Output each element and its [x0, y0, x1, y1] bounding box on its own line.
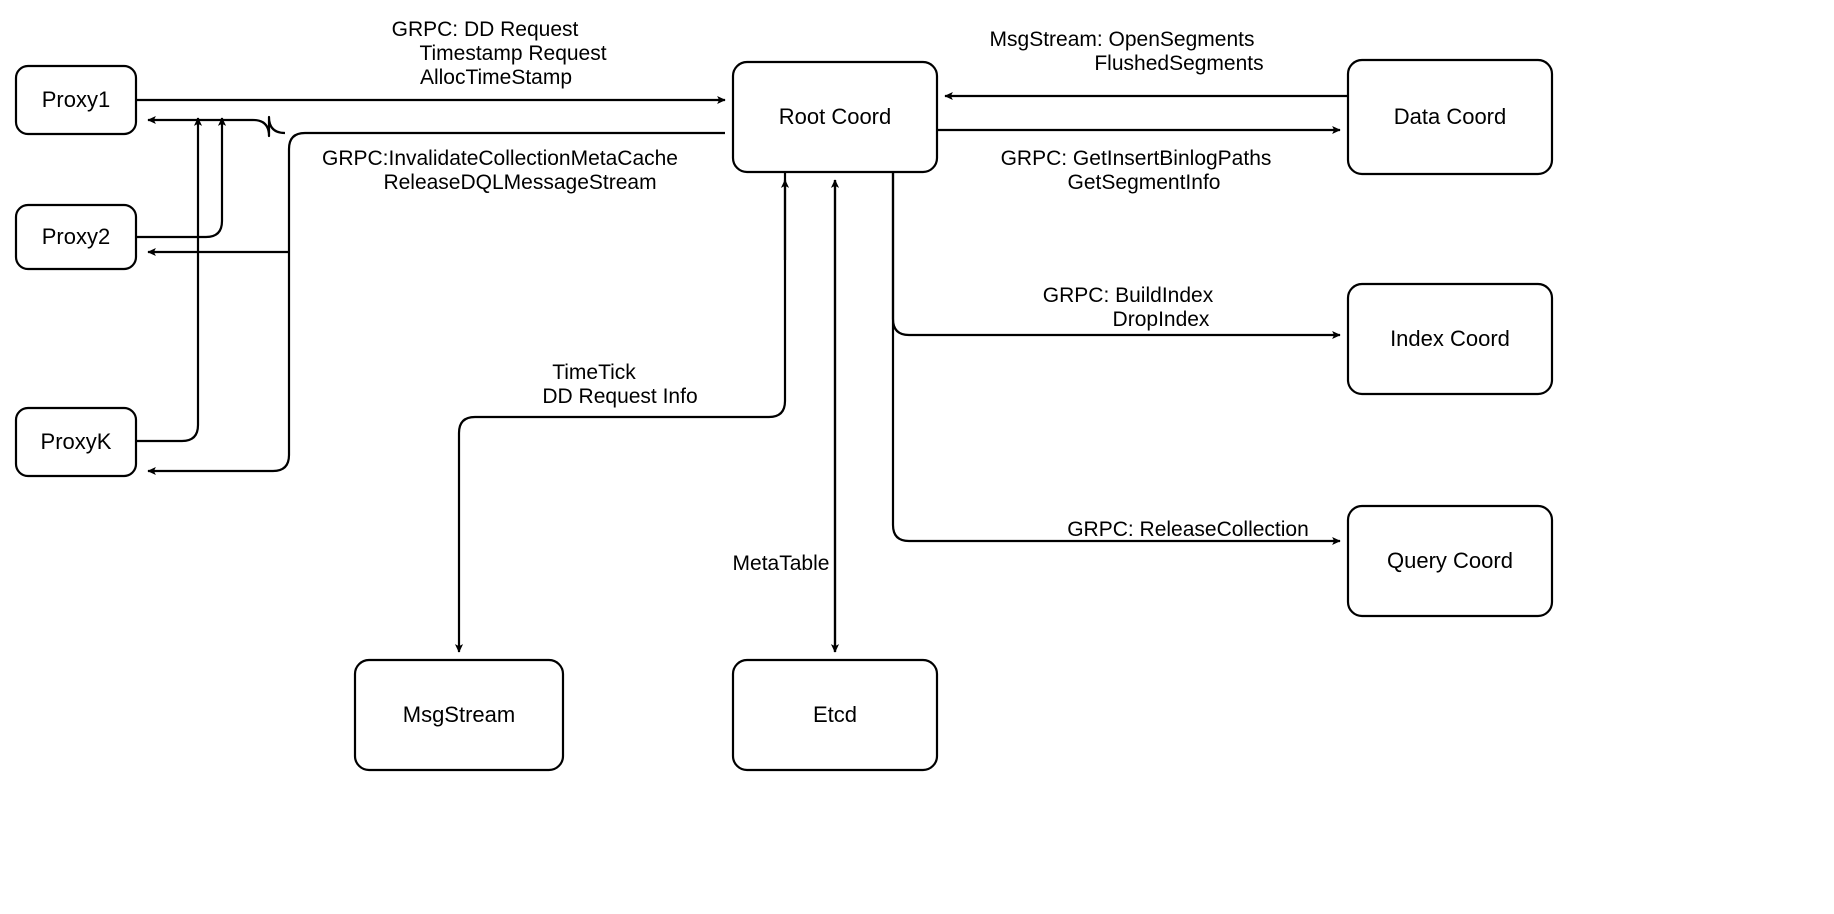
edges-layer [136, 91, 1348, 653]
label-rootcoord-to-indexcoord: GRPC: BuildIndex DropIndex [1043, 284, 1214, 331]
node-proxy1[interactable]: Proxy1 [14, 64, 138, 136]
edge-proxy2-to-bus-line [136, 117, 227, 239]
node-etcd[interactable]: Etcd [731, 658, 939, 772]
label-proxy-to-rootcoord-line1: GRPC: DD Request [392, 18, 579, 41]
edge-labels-layer: GRPC: DD Request Timestamp Request Alloc… [322, 18, 1309, 575]
edge-rootcoord-to-querycoord-line [891, 172, 1341, 546]
label-rootcoord-to-datacoord: GRPC: GetInsertBinlogPaths GetSegmentInf… [1001, 147, 1272, 194]
label-rootcoord-to-datacoord-line1: GRPC: GetInsertBinlogPaths [1001, 147, 1272, 170]
edge-proxyk-to-bus-line [136, 117, 203, 443]
edge-rootcoord-to-proxies [147, 115, 725, 476]
label-proxy-to-rootcoord-line2: Timestamp Request [419, 42, 606, 65]
node-indexcoord-label: Index Coord [1390, 326, 1510, 351]
edge-rootcoord-to-proxyk-line [147, 131, 725, 476]
label-rootcoord-to-msgstream-line2: DD Request Info [542, 385, 697, 408]
node-indexcoord[interactable]: Index Coord [1346, 282, 1554, 396]
edge-proxy-to-rootcoord [136, 95, 726, 443]
node-proxy1-rect[interactable] [14, 64, 138, 136]
label-rootcoord-to-querycoord: GRPC: ReleaseCollection [1067, 518, 1309, 541]
edge-rootcoord-to-msgstream-line [454, 172, 787, 653]
node-rootcoord-rect[interactable] [731, 60, 939, 174]
node-etcd-rect[interactable] [731, 658, 939, 772]
node-proxy2[interactable]: Proxy2 [14, 203, 138, 271]
label-rootcoord-to-indexcoord-line1: GRPC: BuildIndex [1043, 284, 1214, 307]
node-msgstream[interactable]: MsgStream [353, 658, 565, 772]
node-datacoord-label: Data Coord [1394, 104, 1507, 129]
node-proxy2-rect[interactable] [14, 203, 138, 271]
nodes-layer: Proxy1 Proxy2 ProxyK Root Coord Data Coo… [14, 58, 1554, 772]
node-proxy1-label: Proxy1 [42, 87, 110, 112]
node-indexcoord-rect[interactable] [1346, 282, 1554, 396]
node-proxyk[interactable]: ProxyK [14, 406, 138, 478]
label-datacoord-to-rootcoord-line1: MsgStream: OpenSegments [990, 28, 1255, 51]
node-proxyk-label: ProxyK [41, 429, 112, 454]
node-msgstream-rect[interactable] [353, 658, 565, 772]
node-msgstream-label: MsgStream [403, 702, 515, 727]
label-datacoord-to-rootcoord: MsgStream: OpenSegments FlushedSegments [990, 28, 1264, 75]
label-proxy-to-rootcoord: GRPC: DD Request Timestamp Request Alloc… [392, 18, 607, 89]
node-querycoord-label: Query Coord [1387, 548, 1513, 573]
label-proxy-to-rootcoord-line3: AllocTimeStamp [420, 66, 572, 89]
node-proxy2-label: Proxy2 [42, 224, 110, 249]
label-rootcoord-to-proxies-line2: ReleaseDQLMessageStream [383, 171, 656, 194]
node-proxyk-rect[interactable] [14, 406, 138, 478]
node-datacoord-rect[interactable] [1346, 58, 1554, 176]
label-rootcoord-to-querycoord-line1: GRPC: ReleaseCollection [1067, 518, 1309, 541]
label-rootcoord-to-etcd: MetaTable [733, 552, 830, 575]
node-querycoord-rect[interactable] [1346, 504, 1554, 618]
label-rootcoord-to-proxies-line1: GRPC:InvalidateCollectionMetaCache [322, 147, 678, 170]
label-rootcoord-to-msgstream: TimeTick DD Request Info [542, 361, 697, 408]
label-rootcoord-to-datacoord-line2: GetSegmentInfo [1068, 171, 1221, 194]
node-rootcoord[interactable]: Root Coord [731, 60, 939, 174]
edge-rootcoord-to-querycoord [891, 172, 1341, 546]
label-rootcoord-to-msgstream-line1: TimeTick [552, 361, 636, 384]
node-etcd-label: Etcd [813, 702, 857, 727]
edge-bus-to-proxy1-branch [147, 115, 286, 138]
edge-rootcoord-to-msgstream [454, 172, 787, 653]
label-rootcoord-to-indexcoord-line2: DropIndex [1113, 308, 1210, 331]
label-rootcoord-to-etcd-line1: MetaTable [733, 552, 830, 575]
node-datacoord[interactable]: Data Coord [1346, 58, 1554, 176]
node-querycoord[interactable]: Query Coord [1346, 504, 1554, 618]
label-datacoord-to-rootcoord-line2: FlushedSegments [1094, 52, 1263, 75]
node-rootcoord-label: Root Coord [779, 104, 892, 129]
label-rootcoord-to-proxies: GRPC:InvalidateCollectionMetaCache Relea… [322, 147, 678, 194]
